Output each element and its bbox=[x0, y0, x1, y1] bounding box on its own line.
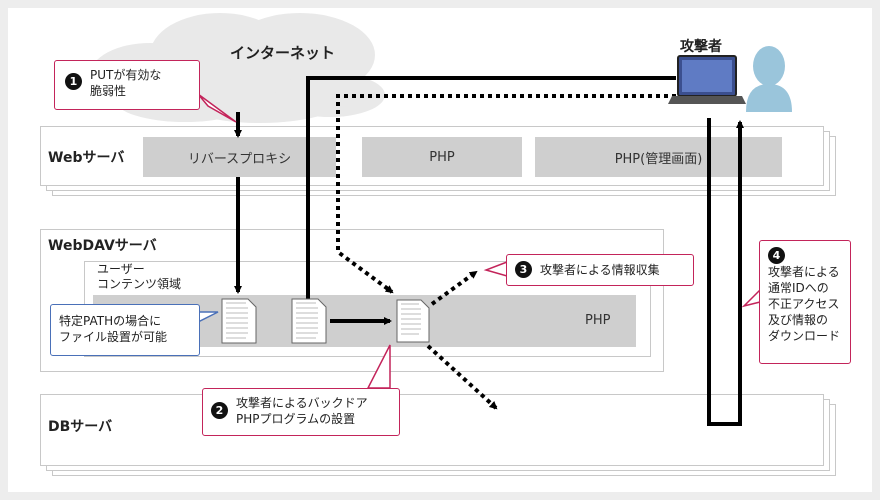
web-server-label: Webサーバ bbox=[48, 150, 125, 166]
callout-4-tail bbox=[741, 288, 761, 308]
user-icon bbox=[746, 46, 792, 112]
uploaded-file-icon-2 bbox=[291, 298, 327, 344]
db-server-label: DBサーバ bbox=[48, 419, 113, 435]
callout-3-line1: 攻撃者による情報収集 bbox=[540, 262, 660, 277]
user-area-label-line2: コンテンツ領域 bbox=[97, 277, 182, 291]
webdav-server-label: WebDAVサーバ bbox=[48, 238, 157, 254]
callout-3-number: 3 bbox=[515, 261, 532, 278]
internet-label: インターネット bbox=[230, 44, 336, 62]
callout-4-line5: ダウンロード bbox=[768, 329, 841, 343]
attacker-dotted-path bbox=[336, 94, 676, 294]
callout-4-line2: 通常IDへの bbox=[768, 281, 829, 295]
callout-4-line3: 不正アクセス bbox=[768, 297, 840, 311]
callout-1-line2: 脆弱性 bbox=[90, 84, 127, 98]
callout-3: 3 攻撃者による情報収集 bbox=[506, 254, 694, 286]
callout-2-number: 2 bbox=[211, 402, 228, 419]
callout-2-line2: PHPプログラムの設置 bbox=[236, 412, 356, 426]
webdav-php-label: PHP bbox=[585, 313, 611, 328]
note-line1: 特定PATHの場合に bbox=[59, 314, 162, 328]
callout-2: 2 攻撃者によるバックドア PHPプログラムの設置 bbox=[202, 388, 400, 436]
callout-1-line1: PUTが有効な bbox=[90, 68, 162, 82]
backdoor-file-icon bbox=[396, 299, 430, 343]
callout-4-line1: 攻撃者による bbox=[768, 265, 840, 279]
callout-1-number: 1 bbox=[65, 73, 82, 90]
reverse-proxy-box: リバースプロキシ bbox=[143, 137, 336, 177]
db-access-arrow bbox=[426, 344, 498, 410]
attacker-solid-path bbox=[306, 76, 676, 300]
attacker-label: 攻撃者 bbox=[680, 39, 722, 55]
callout-1: 1 PUTが有効な 脆弱性 bbox=[54, 60, 200, 110]
web-php-box: PHP bbox=[362, 137, 522, 177]
note-callout: 特定PATHの場合に ファイル設置が可能 bbox=[50, 304, 200, 356]
note-line2: ファイル設置が可能 bbox=[59, 330, 168, 344]
db-server bbox=[40, 394, 824, 466]
callout-1-tail bbox=[197, 93, 237, 123]
info-gather-arrow bbox=[430, 270, 478, 306]
callout-4-number: 4 bbox=[768, 247, 785, 264]
laptop-icon bbox=[668, 55, 746, 104]
download-path-arrow bbox=[707, 118, 744, 426]
callout-4-line4: 及び情報の bbox=[768, 313, 829, 327]
callout-2-line1: 攻撃者によるバックドア bbox=[236, 396, 368, 410]
note-tail bbox=[197, 311, 219, 324]
callout-4: 4 攻撃者による 通常IDへの 不正アクセス 及び情報の ダウンロード bbox=[759, 240, 851, 364]
uploaded-file-icon-1 bbox=[221, 298, 257, 344]
callout-3-tail bbox=[483, 260, 508, 277]
user-area-label-line1: ユーザー bbox=[97, 262, 145, 276]
callout-2-tail bbox=[366, 344, 391, 389]
